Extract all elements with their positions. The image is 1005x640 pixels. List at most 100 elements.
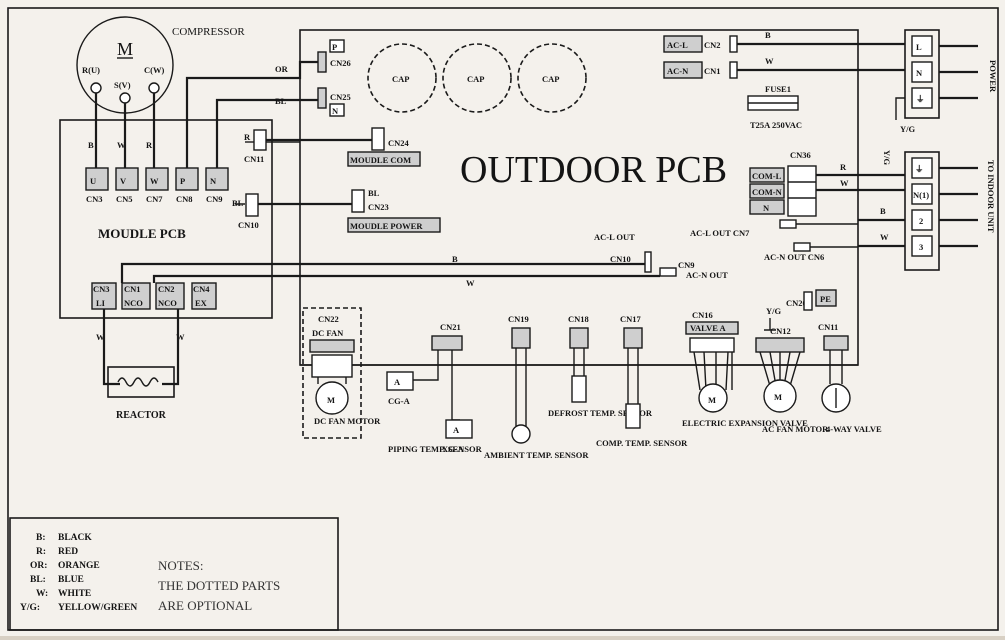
notes-title: NOTES: (158, 558, 204, 573)
svg-text:AMBIENT TEMP. SENSOR: AMBIENT TEMP. SENSOR (484, 450, 589, 460)
reactor-label: REACTOR (116, 410, 167, 421)
svg-text:CN16: CN16 (692, 310, 713, 320)
svg-text:DEFROST TEMP. SENSOR: DEFROST TEMP. SENSOR (548, 408, 653, 418)
svg-text:CN24: CN24 (388, 138, 410, 148)
cn36-block: CN36 COM-L COM-N N R W (749, 150, 905, 217)
svg-text:⏚: ⏚ (916, 94, 925, 104)
cap-1 (367, 43, 437, 113)
svg-text:CN5: CN5 (116, 194, 133, 204)
svg-text:N: N (763, 203, 770, 213)
svg-text:W: W (150, 176, 159, 186)
svg-text:ORANGE: ORANGE (58, 561, 100, 571)
svg-text:W: W (880, 232, 889, 242)
cn17-comp-sensor: CN17 COMP. TEMP. SENSOR (596, 314, 688, 448)
svg-text:N: N (210, 176, 217, 186)
cap-3 (517, 43, 587, 113)
svg-text:VALVE A: VALVE A (690, 323, 727, 333)
pin-s-label: S(V) (114, 80, 131, 90)
svg-text:N: N (332, 106, 339, 116)
svg-text:B: B (88, 140, 94, 150)
eev-motor-icon (698, 383, 728, 413)
ac-inputs: AC-L CN2 AC-N CN1 B W (663, 30, 905, 79)
svg-text:MOUDLE POWER: MOUDLE POWER (350, 221, 423, 231)
pin-c-terminal (148, 82, 160, 94)
svg-text:COMP. TEMP. SENSOR: COMP. TEMP. SENSOR (596, 438, 688, 448)
fuse: FUSE1 T25A 250VAC (747, 84, 802, 130)
svg-text:Y/G: Y/G (766, 306, 782, 316)
svg-text:CN10: CN10 (238, 220, 259, 230)
svg-text:BL: BL (275, 96, 287, 106)
svg-text:DC FAN MOTOR: DC FAN MOTOR (314, 416, 381, 426)
svg-text:CG-A: CG-A (388, 396, 411, 406)
svg-text:W:: W: (36, 589, 48, 599)
svg-text:B: B (880, 206, 886, 216)
cn23-module-power: BL CN23 MOUDLE POWER BL CN10 (232, 188, 441, 233)
svg-text:CN3: CN3 (86, 194, 103, 204)
svg-text:OR:: OR: (30, 561, 47, 571)
notes: NOTES: THE DOTTED PARTS ARE OPTIONAL (158, 558, 280, 613)
svg-text:P: P (332, 42, 337, 52)
svg-text:⏚: ⏚ (915, 164, 924, 174)
svg-text:A: A (453, 425, 460, 435)
svg-text:N(1): N(1) (913, 190, 929, 200)
svg-text:CN12: CN12 (770, 326, 791, 336)
svg-text:V: V (120, 176, 127, 186)
svg-text:W: W (176, 332, 185, 342)
svg-text:M: M (327, 395, 335, 405)
svg-text:AC-N OUT CN6: AC-N OUT CN6 (764, 252, 824, 262)
notes-line-2: ARE OPTIONAL (158, 598, 252, 613)
svg-text:CN11: CN11 (244, 154, 264, 164)
svg-text:CN25: CN25 (330, 92, 351, 102)
svg-text:BL:: BL: (30, 575, 46, 585)
svg-text:ELECTRIC EXPANSION VALVE: ELECTRIC EXPANSION VALVE (682, 418, 808, 428)
svg-text:W: W (117, 140, 126, 150)
module-bottom-connectors: CN3 CN1 CN2 CN4 LI NCO NCO EX (91, 282, 217, 310)
svg-text:CAP: CAP (467, 74, 484, 84)
power-label: POWER (988, 60, 998, 93)
bus-wires: B W AC-L OUT CN10 CN9 AC-N OUT (120, 232, 728, 288)
svg-text:CN36: CN36 (790, 150, 811, 160)
svg-text:CAP: CAP (542, 74, 559, 84)
svg-text:CAP: CAP (392, 74, 409, 84)
svg-text:CN4: CN4 (193, 284, 210, 294)
cn24-module-com: CN24 MOUDLE COM R CN11 (244, 127, 421, 167)
pin-c-label: C(W) (144, 65, 164, 75)
svg-text:AC FAN MOTOR: AC FAN MOTOR (762, 424, 829, 434)
svg-text:CN9: CN9 (678, 260, 695, 270)
svg-text:A: A (394, 377, 401, 387)
pcb-title: OUTDOOR PCB (460, 149, 727, 191)
svg-text:3: 3 (919, 242, 923, 252)
cn18-defrost-sensor: CN18 DEFROST TEMP. SENSOR (548, 314, 653, 418)
svg-text:XG-A: XG-A (442, 444, 465, 454)
module-pcb-title: MOUDLE PCB (98, 226, 186, 241)
svg-text:CN1: CN1 (704, 66, 721, 76)
cn21-piping-sensor: CN21 A CG-A A PIPING TEMP. SENSOR XG-A (386, 322, 483, 454)
svg-text:P: P (180, 176, 185, 186)
cn11-4way-valve: CN11 4-WAY VALVE (818, 322, 882, 434)
indoor-label: TO INDOOR UNIT (986, 160, 996, 233)
pin-r-label: R(U) (82, 65, 100, 75)
svg-text:BLACK: BLACK (58, 533, 92, 543)
ambient-sensor-bulb (511, 424, 531, 444)
svg-text:COM-L: COM-L (752, 171, 782, 181)
svg-text:N: N (916, 68, 923, 78)
svg-text:CN9: CN9 (206, 194, 223, 204)
svg-text:OR: OR (275, 64, 289, 74)
svg-text:2: 2 (919, 216, 923, 226)
svg-text:CN22: CN22 (318, 314, 339, 324)
svg-text:CN17: CN17 (620, 314, 642, 324)
compressor-label: COMPRESSOR (172, 26, 245, 38)
svg-text:PE: PE (820, 294, 831, 304)
svg-text:BL: BL (368, 188, 380, 198)
svg-text:YELLOW/GREEN: YELLOW/GREEN (58, 603, 137, 613)
svg-text:CN2: CN2 (704, 40, 721, 50)
svg-text:PIPING TEMP. SENSOR: PIPING TEMP. SENSOR (388, 444, 483, 454)
svg-text:T25A 250VAC: T25A 250VAC (750, 120, 802, 130)
pin-s-terminal (119, 92, 131, 104)
svg-text:AC-L OUT CN7: AC-L OUT CN7 (690, 228, 750, 238)
cn12-ac-fan: CN12 M AC FAN MOTOR (755, 326, 829, 434)
svg-text:R: R (840, 162, 847, 172)
capacitors: CAP CAP CAP (367, 43, 587, 113)
